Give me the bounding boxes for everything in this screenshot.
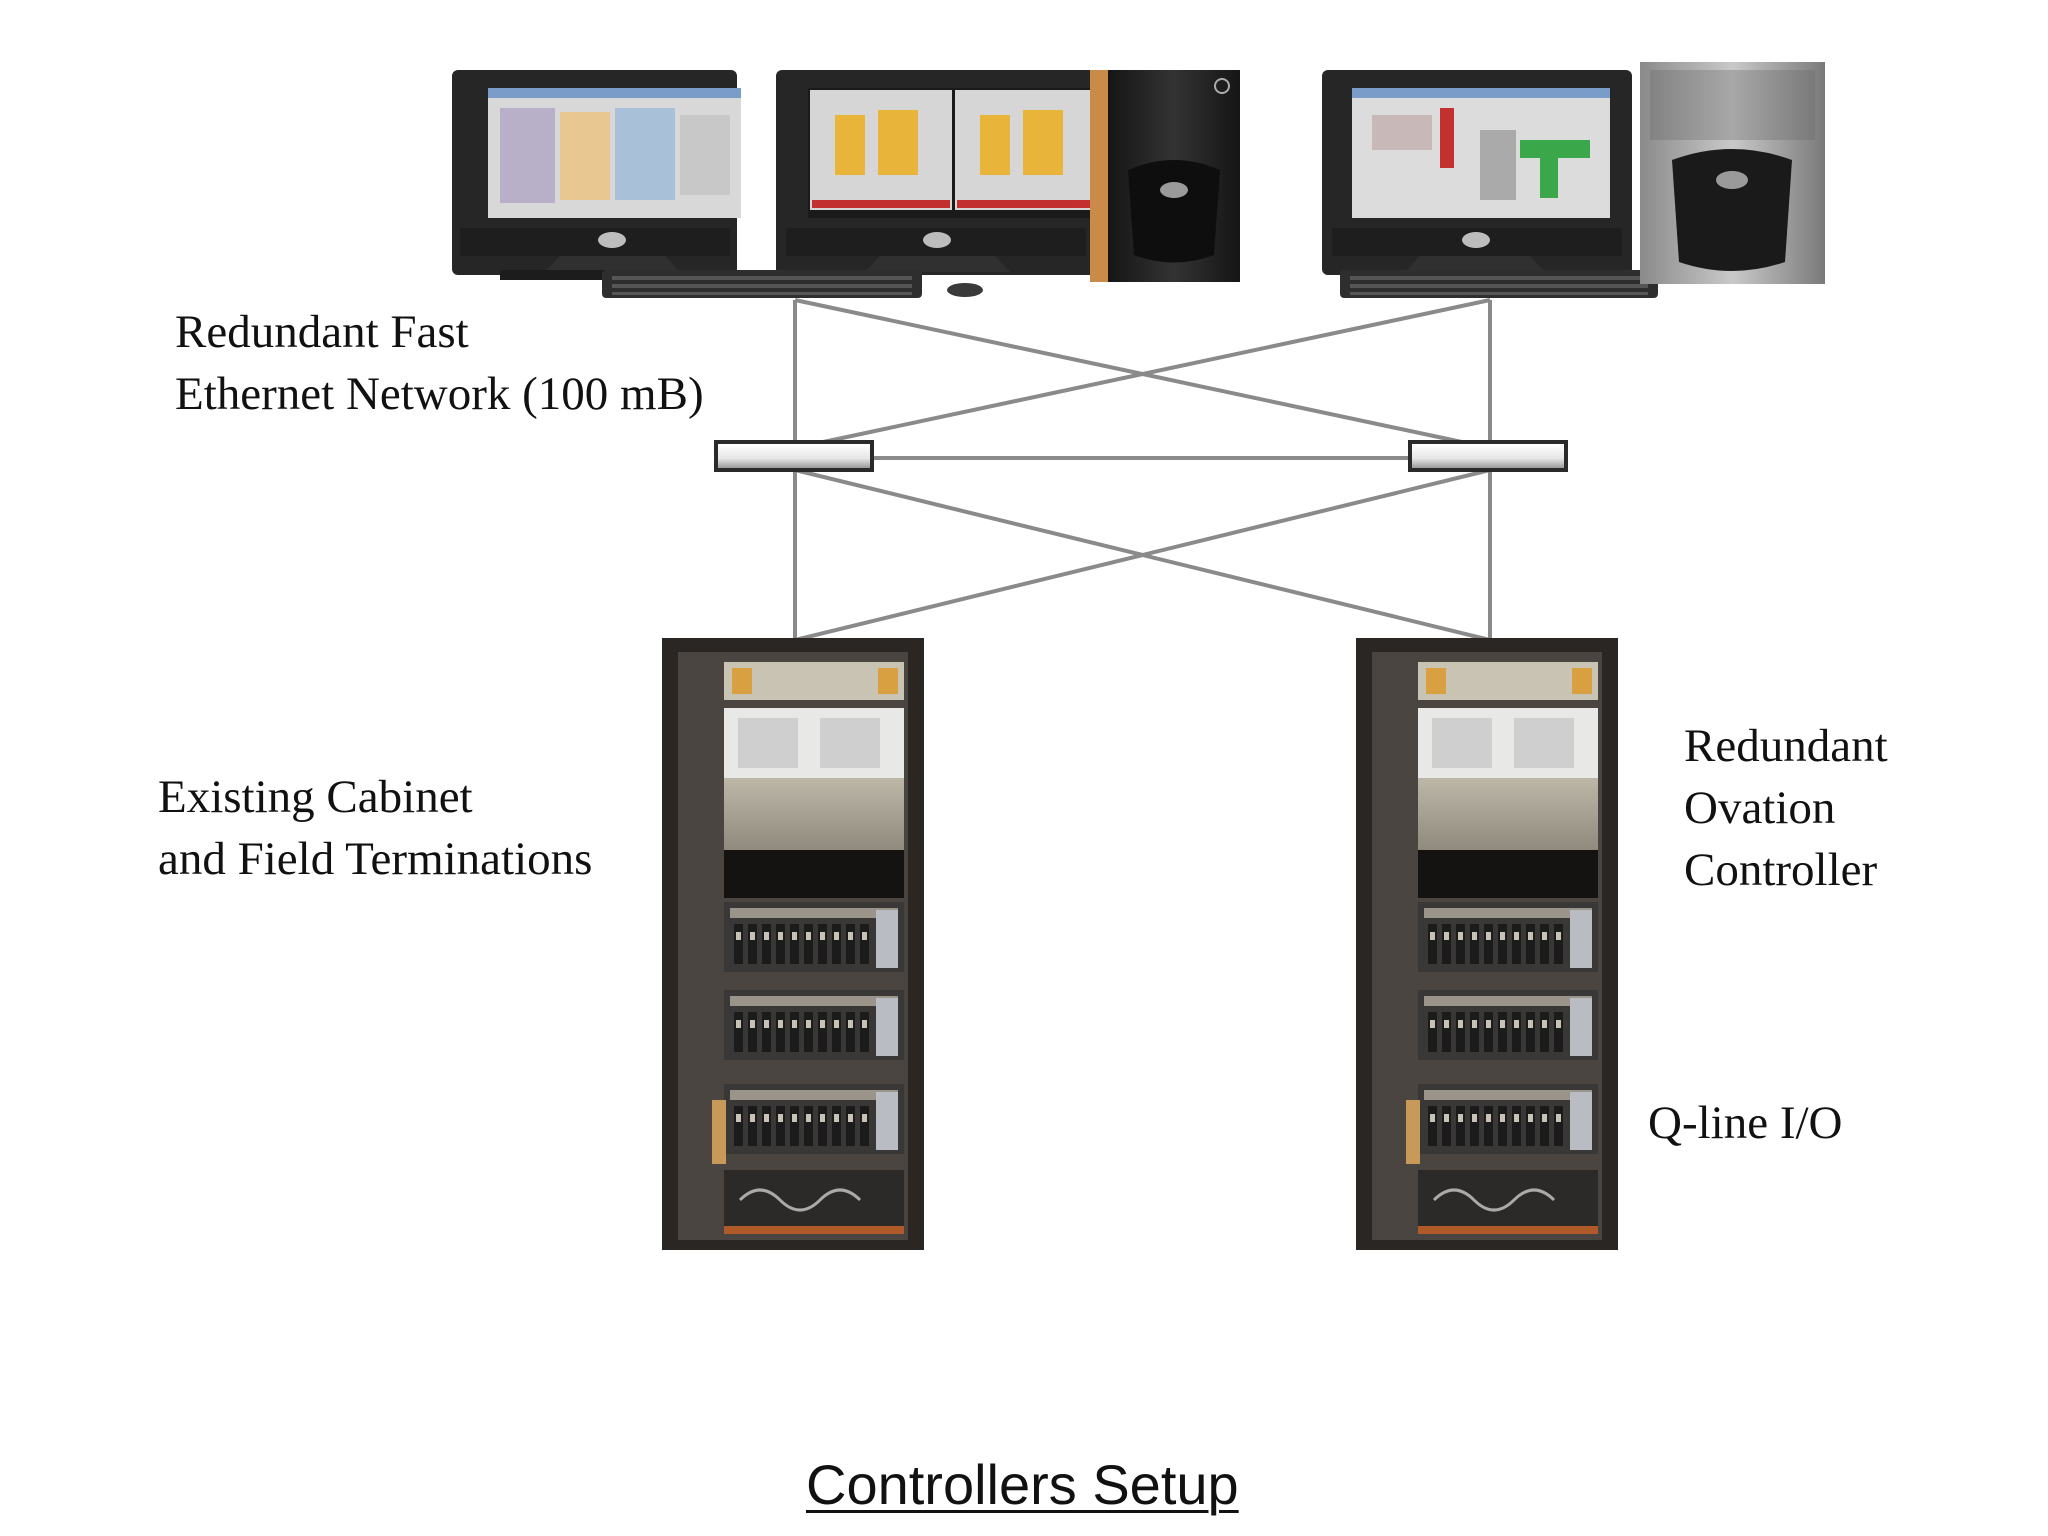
cabinet-label-line-2: and Field Terminations bbox=[158, 833, 593, 885]
io-label-text: Q-line I/O bbox=[1648, 1097, 1843, 1149]
cabinet-label-line-1: Existing Cabinet bbox=[158, 771, 473, 823]
monitor-3 bbox=[1322, 70, 1632, 275]
pc-tower-left bbox=[1090, 70, 1240, 282]
controller-label-line-3: Controller bbox=[1684, 844, 1878, 896]
cabinet-label: Existing Cabinet and Field Terminations bbox=[158, 766, 592, 890]
cabinet-right bbox=[1356, 638, 1618, 1250]
controller-label-line-2: Ovation bbox=[1684, 782, 1836, 834]
network-switch-right bbox=[1408, 440, 1568, 472]
diagram-title: Controllers Setup bbox=[806, 1453, 1239, 1516]
controller-label: Redundant Ovation Controller bbox=[1684, 715, 1888, 901]
network-label-line-2: Ethernet Network (100 mB) bbox=[175, 368, 704, 420]
cabinet-left bbox=[662, 638, 924, 1250]
workstation-left bbox=[452, 70, 1240, 298]
controller-label-line-1: Redundant bbox=[1684, 720, 1888, 772]
workstation-right bbox=[1322, 62, 1825, 298]
io-label: Q-line I/O bbox=[1648, 1092, 1842, 1154]
network-label: Redundant Fast Ethernet Network (100 mB) bbox=[175, 301, 704, 425]
network-label-line-1: Redundant Fast bbox=[175, 306, 469, 358]
network-cables bbox=[793, 298, 1492, 642]
monitor-1 bbox=[452, 70, 741, 280]
pc-tower-right bbox=[1640, 62, 1825, 284]
monitor-2 bbox=[776, 70, 1098, 275]
network-switch-left bbox=[714, 440, 874, 472]
